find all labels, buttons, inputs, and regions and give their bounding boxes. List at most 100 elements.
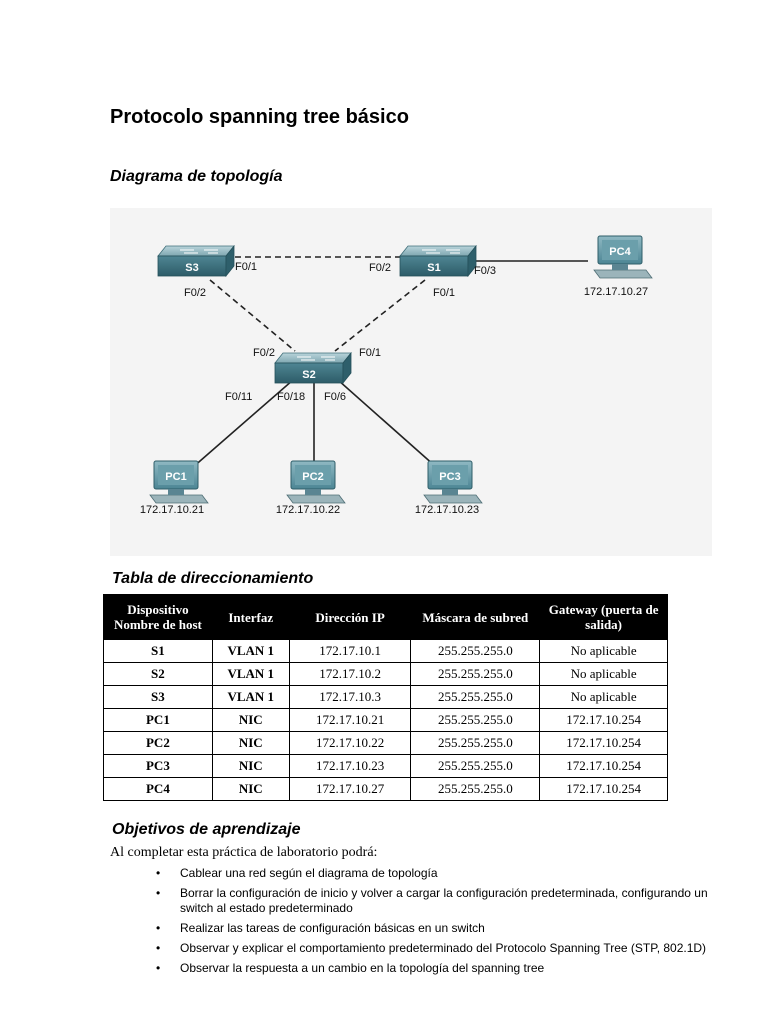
cell-device: PC2 xyxy=(103,731,213,755)
cell-mask: 255.255.255.0 xyxy=(410,777,541,801)
pc3-label: PC3 xyxy=(439,471,460,483)
cell-ip: 172.17.10.3 xyxy=(288,685,412,709)
table-row: PC4 NIC 172.17.10.27 255.255.255.0 172.1… xyxy=(103,777,668,801)
addressing-table: Dispositivo Nombre de host Interfaz Dire… xyxy=(103,594,668,801)
col-header-ip: Dirección IP xyxy=(288,594,412,640)
pc2-ip: 172.17.10.22 xyxy=(276,504,340,516)
cell-interface: NIC xyxy=(211,754,290,778)
cell-ip: 172.17.10.1 xyxy=(288,639,412,663)
cell-device: PC1 xyxy=(103,708,213,732)
objective-text: Observar y explicar el comportamiento pr… xyxy=(180,941,707,955)
cell-interface: NIC xyxy=(211,708,290,732)
link-s1-s2 xyxy=(334,279,426,352)
table-row: PC3 NIC 172.17.10.23 255.255.255.0 172.1… xyxy=(103,754,668,778)
objective-text: Borrar la configuración de inicio y volv… xyxy=(180,886,708,915)
pc4-computer: PC4 xyxy=(593,235,653,279)
cell-ip: 172.17.10.21 xyxy=(288,708,412,732)
cell-gateway: 172.17.10.254 xyxy=(539,754,668,778)
table-row: S1 VLAN 1 172.17.10.1 255.255.255.0 No a… xyxy=(103,639,668,663)
cell-gateway: No aplicable xyxy=(539,639,668,663)
cell-interface: VLAN 1 xyxy=(211,662,290,686)
list-item: • Borrar la configuración de inicio y vol… xyxy=(156,886,720,916)
cell-gateway: No aplicable xyxy=(539,662,668,686)
table-row: S3 VLAN 1 172.17.10.3 255.255.255.0 No a… xyxy=(103,685,668,709)
list-item: • Observar y explicar el comportamiento p… xyxy=(156,941,720,956)
port-label-s3-f02: F0/2 xyxy=(184,287,206,299)
pc3-ip: 172.17.10.23 xyxy=(415,504,479,516)
topology-diagram: S3 S1 S2 PC4 xyxy=(110,208,712,556)
port-label-s3-f01: F0/1 xyxy=(235,261,257,273)
objective-text: Realizar las tareas de configuración bás… xyxy=(180,921,485,935)
cell-gateway: 172.17.10.254 xyxy=(539,731,668,755)
switch-s1-label: S1 xyxy=(427,262,440,274)
cell-interface: VLAN 1 xyxy=(211,639,290,663)
pc1-label: PC1 xyxy=(165,471,186,483)
pc1-ip: 172.17.10.21 xyxy=(140,504,204,516)
col-header-interface: Interfaz xyxy=(211,594,290,640)
port-label-s1-f02: F0/2 xyxy=(369,262,391,274)
cell-device: PC4 xyxy=(103,777,213,801)
cell-ip: 172.17.10.27 xyxy=(288,777,412,801)
objectives-list: • Cablear una red según el diagrama de to… xyxy=(140,866,720,981)
switch-s2-label: S2 xyxy=(302,369,315,381)
objective-text: Cablear una red según el diagrama de top… xyxy=(180,866,438,880)
list-item: • Realizar las tareas de configuración bá… xyxy=(156,921,720,936)
col-header-mask: Máscara de subred xyxy=(410,594,541,640)
port-label-s2-f06: F0/6 xyxy=(324,391,346,403)
cell-mask: 255.255.255.0 xyxy=(410,754,541,778)
switch-s1: S1 xyxy=(399,244,477,278)
table-row: PC1 NIC 172.17.10.21 255.255.255.0 172.1… xyxy=(103,708,668,732)
port-label-s1-f03: F0/3 xyxy=(474,265,496,277)
cell-mask: 255.255.255.0 xyxy=(410,731,541,755)
table-row: PC2 NIC 172.17.10.22 255.255.255.0 172.1… xyxy=(103,731,668,755)
addressing-heading: Tabla de direccionamiento xyxy=(112,570,314,587)
page-title: Protocolo spanning tree básico xyxy=(110,106,409,128)
cell-mask: 255.255.255.0 xyxy=(410,685,541,709)
port-label-s2-f02: F0/2 xyxy=(253,347,275,359)
list-item: •Cablear una red según el diagrama de to… xyxy=(156,866,720,881)
cell-gateway: 172.17.10.254 xyxy=(539,777,668,801)
cell-mask: 255.255.255.0 xyxy=(410,662,541,686)
list-item: • Observar la respuesta a un cambio en la… xyxy=(156,961,720,976)
pc2-computer: PC2 xyxy=(286,460,346,504)
port-label-s1-f01: F0/1 xyxy=(433,287,455,299)
bullet-icon: • xyxy=(156,941,161,955)
port-label-s2-f018: F0/18 xyxy=(277,391,305,403)
cell-device: PC3 xyxy=(103,754,213,778)
cell-interface: NIC xyxy=(211,731,290,755)
table-row: S2 VLAN 1 172.17.10.2 255.255.255.0 No a… xyxy=(103,662,668,686)
cell-ip: 172.17.10.2 xyxy=(288,662,412,686)
cell-device: S1 xyxy=(103,639,213,663)
cell-device: S2 xyxy=(103,662,213,686)
pc4-label: PC4 xyxy=(609,246,631,258)
pc3-computer: PC3 xyxy=(423,460,483,504)
switch-s2: S2 xyxy=(274,351,352,385)
cell-interface: VLAN 1 xyxy=(211,685,290,709)
pc1-computer: PC1 xyxy=(149,460,209,504)
switch-s3-label: S3 xyxy=(185,262,198,274)
cell-gateway: 172.17.10.254 xyxy=(539,708,668,732)
topology-heading: Diagrama de topología xyxy=(110,168,283,185)
cell-mask: 255.255.255.0 xyxy=(410,708,541,732)
cell-mask: 255.255.255.0 xyxy=(410,639,541,663)
objective-text: Observar la respuesta a un cambio en la … xyxy=(180,961,545,975)
cell-device: S3 xyxy=(103,685,213,709)
port-label-s2-f01: F0/1 xyxy=(359,347,381,359)
bullet-icon: • xyxy=(156,961,161,975)
cell-ip: 172.17.10.22 xyxy=(288,731,412,755)
switch-s3: S3 xyxy=(157,244,235,278)
cell-ip: 172.17.10.23 xyxy=(288,754,412,778)
objectives-intro: Al completar esta práctica de laboratori… xyxy=(110,845,378,860)
link-s3-s2 xyxy=(209,279,296,352)
link-s2-pc1 xyxy=(191,379,294,469)
port-label-s2-f011: F0/11 xyxy=(225,391,252,403)
cell-interface: NIC xyxy=(211,777,290,801)
col-header-device: Dispositivo Nombre de host xyxy=(103,594,213,640)
pc2-label: PC2 xyxy=(302,471,323,483)
pc4-ip: 172.17.10.27 xyxy=(584,286,648,298)
col-header-gateway: Gateway (puerta de salida) xyxy=(539,594,668,640)
bullet-icon: • xyxy=(156,921,161,935)
bullet-icon: • xyxy=(156,886,161,900)
link-s2-pc3 xyxy=(337,379,436,467)
objectives-heading: Objetivos de aprendizaje xyxy=(112,821,301,838)
